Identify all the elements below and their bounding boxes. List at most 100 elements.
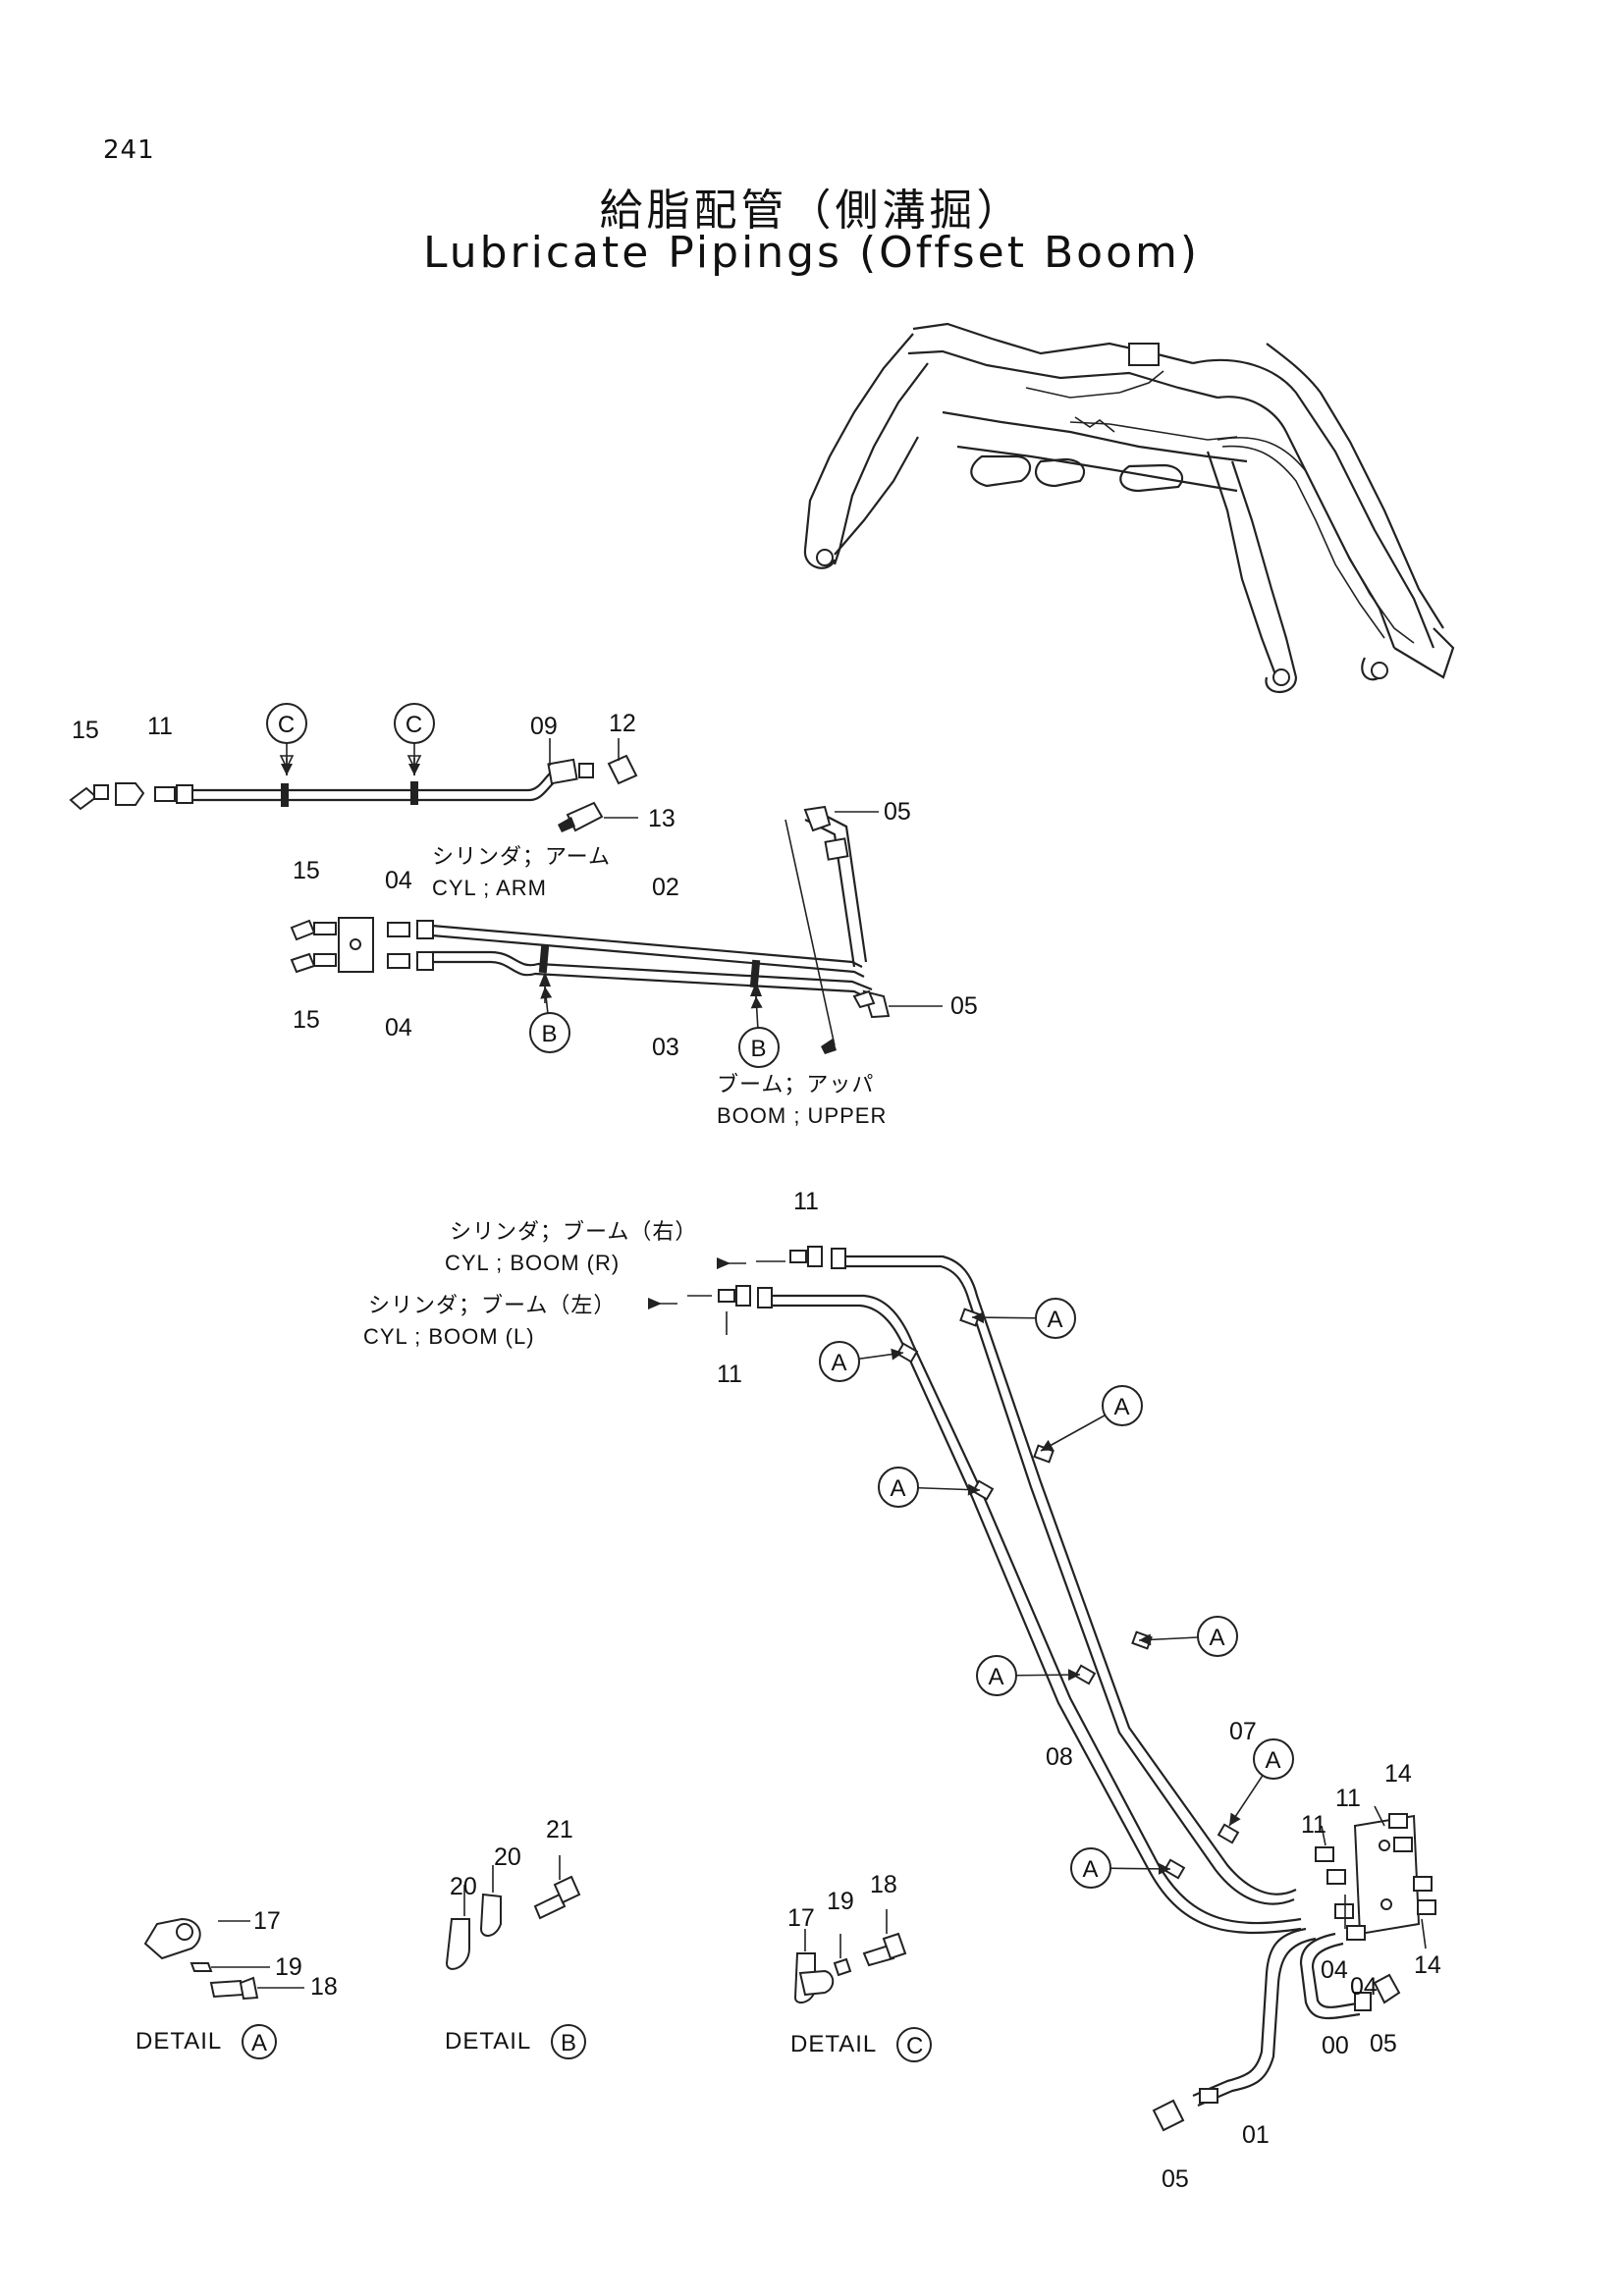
callout-letter-c: C <box>406 712 423 738</box>
part-label-17: 17 <box>253 1907 281 1935</box>
arm-cylinder-pipe-assembly <box>69 738 638 832</box>
callout-circle-c <box>394 703 435 744</box>
callout-letter-a: A <box>988 1664 1004 1690</box>
callout-arrow-2 <box>540 987 553 999</box>
part-label-08: 08 <box>1046 1743 1073 1771</box>
part-label-14: 14 <box>1414 1951 1441 1979</box>
callout-circle-a <box>1070 1847 1111 1889</box>
part-label-05: 05 <box>1162 2165 1189 2193</box>
part-label-00: 00 <box>1322 2032 1349 2059</box>
callout-circle-a <box>1035 1298 1076 1339</box>
part-label-09: 09 <box>530 713 558 740</box>
part-label-04: 04 <box>1350 1973 1378 2001</box>
callout-letter-a: A <box>890 1475 906 1502</box>
label-boom-l-jp: シリンダ；ブーム（左） <box>368 1293 616 1317</box>
callout-arrow-7 <box>967 1483 980 1496</box>
callout-arrow-5 <box>891 1348 903 1361</box>
callout-circle-a <box>1253 1738 1294 1780</box>
detail-b-letter: B <box>561 2030 577 2056</box>
part-label-15: 15 <box>293 857 320 884</box>
part-label-03: 03 <box>652 1034 679 1061</box>
part-label-11: 11 <box>147 713 173 740</box>
title-english: Lubricate Pipings (Offset Boom) <box>422 228 1201 278</box>
label-boom-l-en: CYL ; BOOM (L) <box>363 1324 535 1349</box>
callout-circle-a <box>976 1655 1017 1696</box>
part-label-07: 07 <box>1229 1718 1257 1745</box>
boom-overview-illustration <box>803 322 1455 693</box>
part-label-04: 04 <box>385 867 412 894</box>
callout-arrow-4 <box>972 1311 985 1324</box>
part-label-14: 14 <box>1384 1760 1412 1788</box>
callout-circle-a <box>819 1341 860 1382</box>
fittings-part-04-manifold <box>1334 1903 1366 1941</box>
callout-arrow-6 <box>1041 1439 1055 1451</box>
callout-circle-b <box>738 1027 780 1068</box>
part-number-labels: 15 11 09 12 13 05 15 04 02 15 04 03 05 1… <box>72 710 1441 2193</box>
fittings-part-11-manifold <box>1315 1846 1346 1885</box>
part-label-21: 21 <box>546 1816 573 1843</box>
callout-letter-b: B <box>541 1021 558 1047</box>
label-boom-r-jp: シリンダ；ブーム（右） <box>450 1219 697 1244</box>
callout-arrow-9 <box>1067 1669 1080 1682</box>
detail-a-drawing <box>143 1917 304 2001</box>
bushing-part-13 <box>558 801 604 832</box>
grease-fitting-part-15 <box>69 784 109 811</box>
part-label-15: 15 <box>293 1006 320 1034</box>
part-label-18: 18 <box>870 1871 897 1898</box>
fittings-part-04 <box>387 920 434 971</box>
boom-cylinder-pipe-assembly <box>648 1246 1436 2132</box>
part-label-18: 18 <box>310 1973 338 2001</box>
part-label-20: 20 <box>450 1873 477 1900</box>
callout-letter-a: A <box>1209 1625 1225 1651</box>
part-label-15: 15 <box>72 717 99 744</box>
part-label-05: 05 <box>884 798 911 826</box>
fitting-part-11-right <box>789 1246 846 1269</box>
callout-letter-a: A <box>1047 1307 1063 1333</box>
part-label-20: 20 <box>494 1843 521 1871</box>
detail-c-letter: C <box>906 2033 924 2059</box>
part-label-04: 04 <box>1321 1956 1348 1984</box>
label-boom-r-en: CYL ; BOOM (R) <box>445 1251 620 1275</box>
fitting-part-11-left <box>718 1285 773 1308</box>
callout-letter-a: A <box>1265 1747 1281 1774</box>
page-number: 241 <box>103 135 155 165</box>
part-label-11: 11 <box>717 1361 742 1388</box>
component-labels: シリンダ；アーム CYL ; ARM ブーム；アッパ BOOM ; UPPER … <box>363 844 887 1349</box>
callout-arrow-0 <box>281 764 293 775</box>
callout-circle-a <box>1102 1385 1143 1426</box>
part-label-11: 11 <box>793 1188 819 1215</box>
part-label-01: 01 <box>1242 2121 1270 2149</box>
callout-circle-a <box>1197 1616 1238 1657</box>
detail-c-drawing <box>793 1909 907 2004</box>
part-label-12: 12 <box>609 710 636 737</box>
part-label-11: 11 <box>1301 1811 1326 1839</box>
callout-letter-a: A <box>1113 1394 1130 1420</box>
label-boom-upper-en: BOOM ; UPPER <box>717 1103 887 1128</box>
callout-letter-a: A <box>1082 1856 1099 1883</box>
part-label-19: 19 <box>827 1888 854 1915</box>
callout-circle-c <box>266 703 307 744</box>
callout-circle-b <box>529 1012 570 1053</box>
callout-arrow-3 <box>750 996 763 1009</box>
callout-circle-a <box>878 1467 919 1508</box>
boom-upper-pipe-assembly <box>290 805 943 1054</box>
part-label-17: 17 <box>787 1904 815 1932</box>
callout-arrow-10 <box>1229 1812 1241 1826</box>
detail-b-drawing <box>445 1855 581 1970</box>
title-japanese: 給脂配管（側溝掘） <box>599 186 1024 236</box>
label-boom-upper-jp: ブーム；アッパ <box>717 1072 874 1096</box>
detail-a-caption: DETAIL <box>135 2028 222 2055</box>
detail-c-caption: DETAIL <box>790 2031 877 2057</box>
label-arm-cyl-jp: シリンダ；アーム <box>432 844 611 869</box>
distributor-block <box>338 917 374 973</box>
detail-captions: DETAIL A DETAIL B DETAIL C <box>135 2024 932 2062</box>
part-label-19: 19 <box>275 1953 302 1981</box>
adapter-part-11 <box>154 784 193 804</box>
manifold-block <box>1353 1814 1421 1936</box>
callout-letter-b: B <box>750 1036 767 1062</box>
label-arm-cyl-en: CYL ; ARM <box>432 876 547 900</box>
callout-arrow-11 <box>1158 1862 1170 1875</box>
part-label-05: 05 <box>1370 2030 1397 2057</box>
